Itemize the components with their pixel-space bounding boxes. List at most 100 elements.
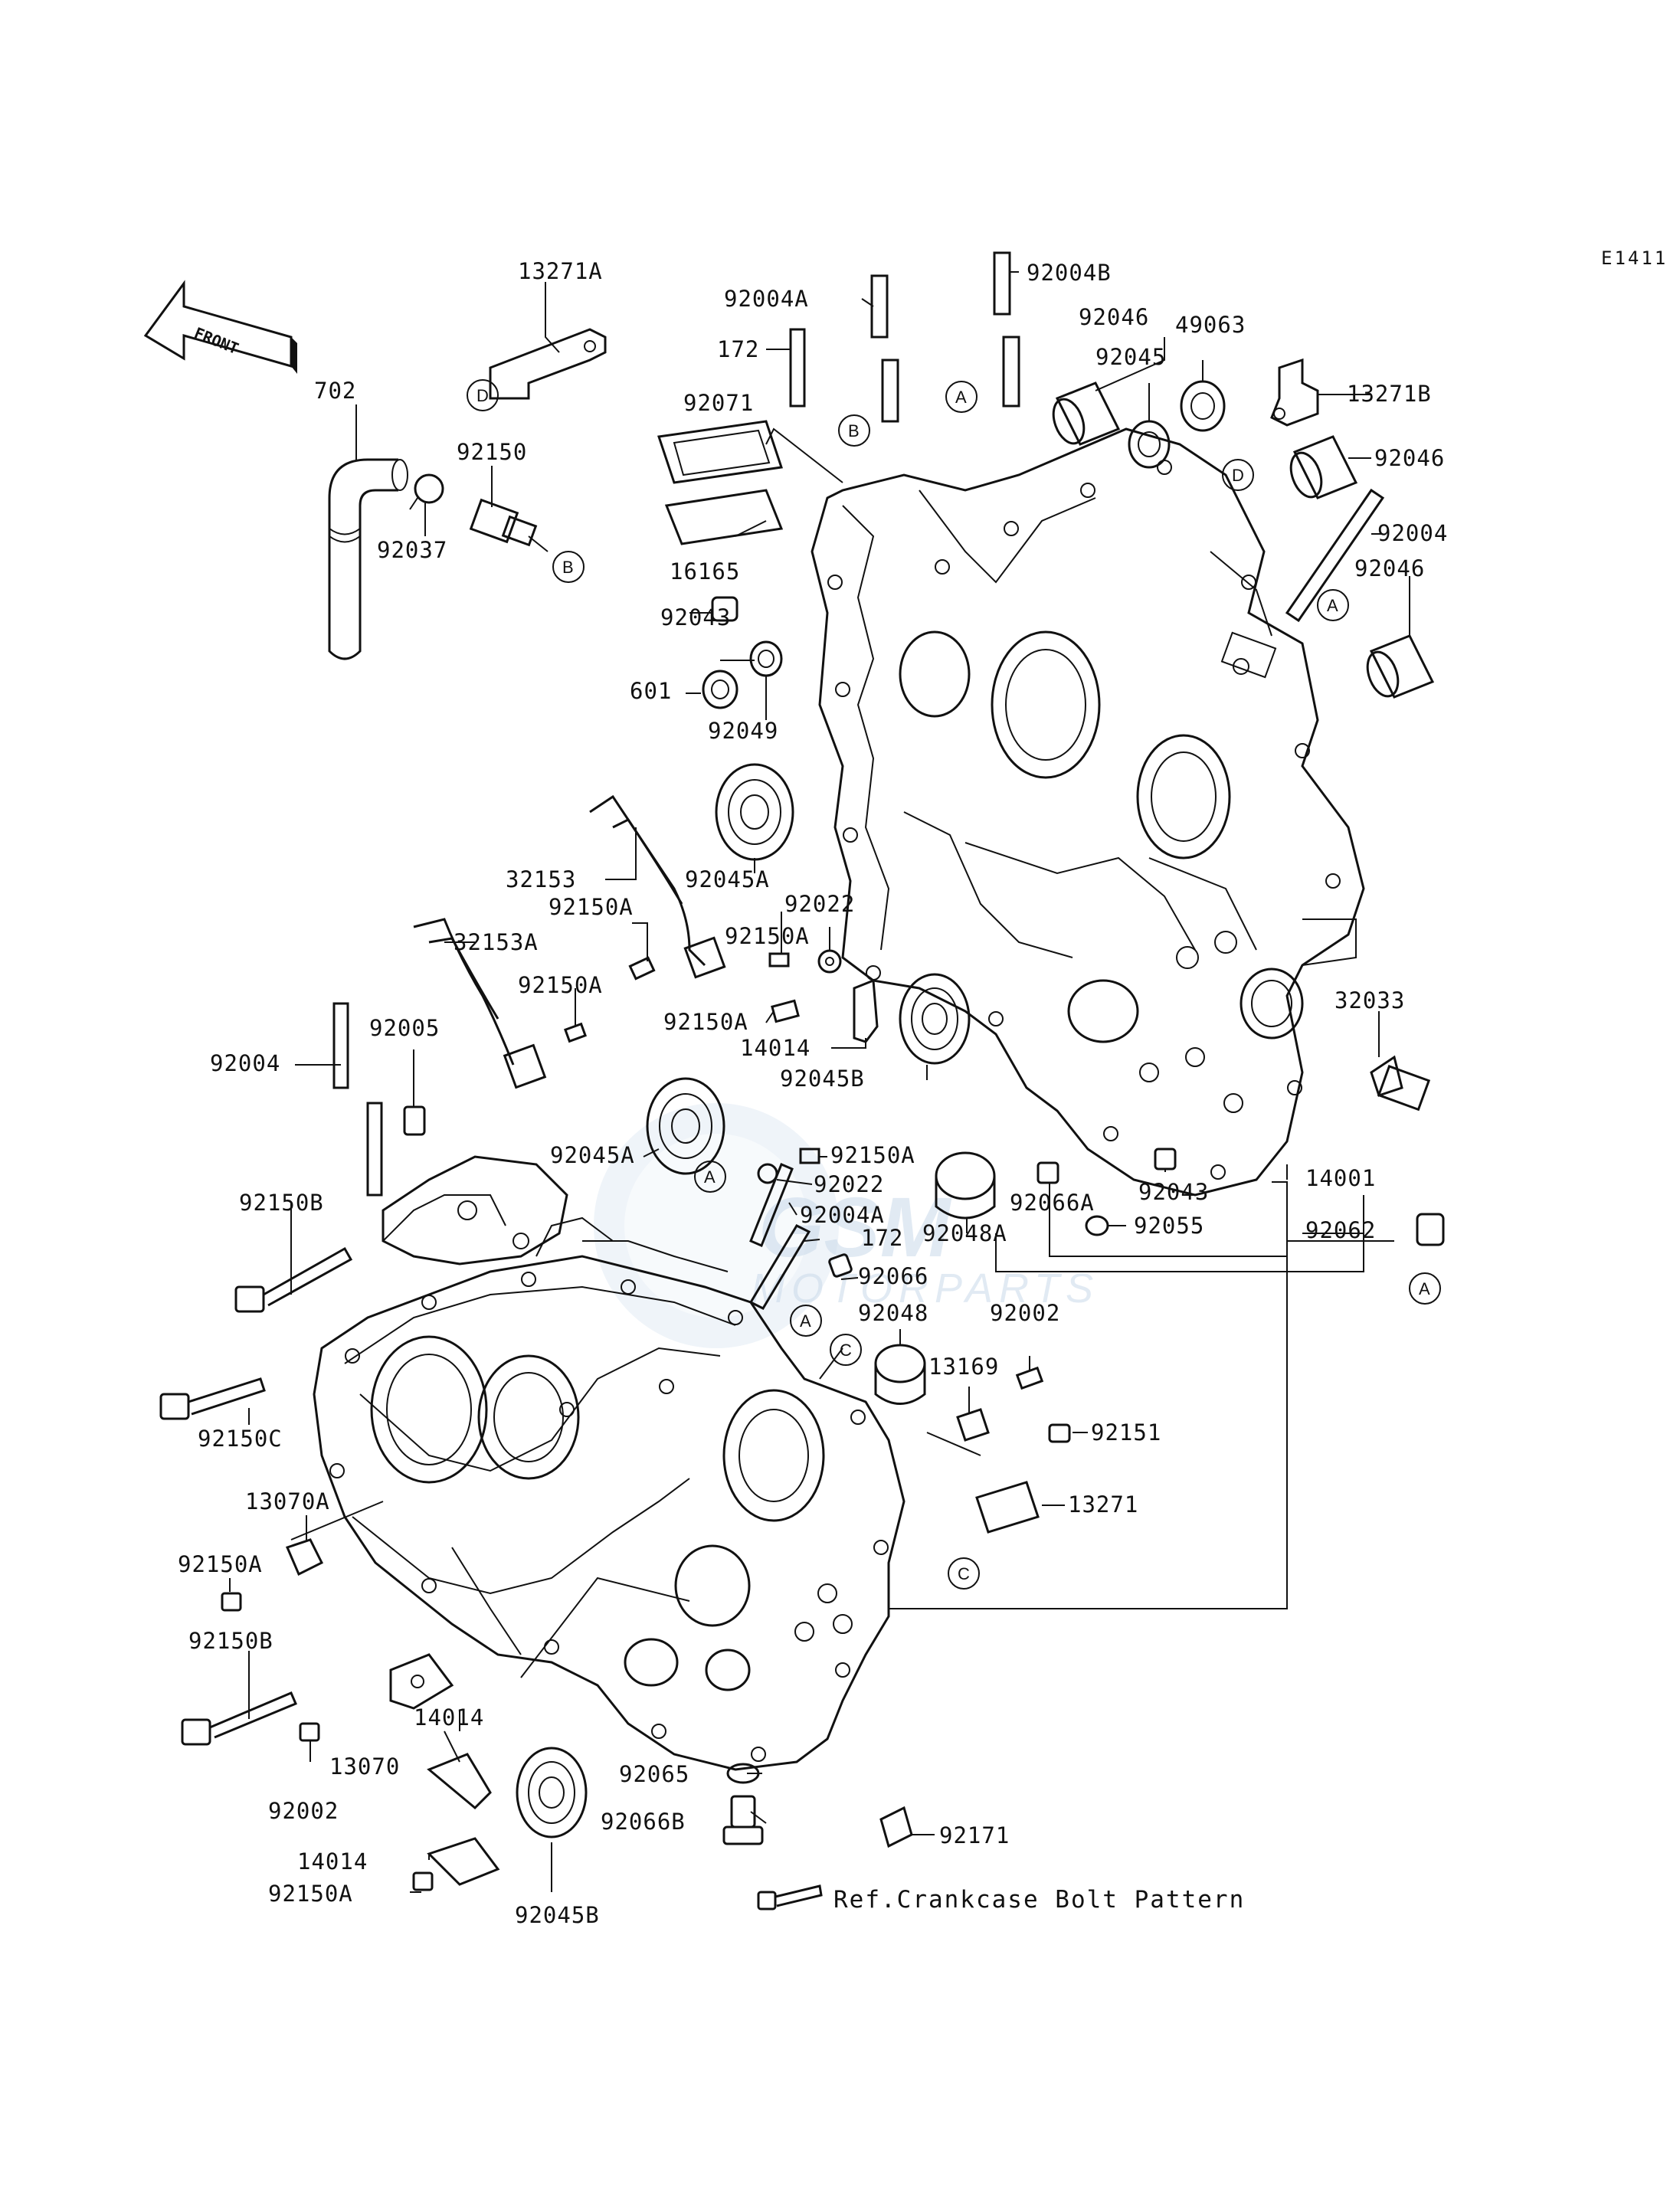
part-bolt-92150B-lower <box>181 1691 297 1746</box>
part-bolt-92150A-7 <box>412 1871 434 1891</box>
svg-text:C: C <box>958 1564 970 1583</box>
part-label: 92004 <box>1377 520 1448 546</box>
front-arrow-icon: FRONT <box>143 280 297 374</box>
part-label: 92048A <box>922 1220 1007 1246</box>
watermark-tagline: MOTORPARTS <box>751 1265 1099 1311</box>
part-ball-bearing-92045B-lower <box>516 1747 588 1838</box>
svg-text:B: B <box>562 558 574 577</box>
part-breather-pipe-32153 <box>589 794 726 979</box>
part-label: 172 <box>717 336 759 362</box>
marker-B-1: B <box>552 551 585 583</box>
upper-crankcase-half <box>811 427 1365 1197</box>
part-label: 92066 <box>858 1263 928 1289</box>
part-bolt-92150A-4 <box>564 1022 587 1043</box>
part-stud-172-upper <box>789 328 806 408</box>
part-label: 172 <box>861 1225 903 1251</box>
part-label: 92045B <box>780 1066 865 1092</box>
part-label: 13271A <box>518 258 603 284</box>
part-label: 13070 <box>329 1753 400 1780</box>
part-stud-92004A-lower <box>749 1163 794 1247</box>
svg-text:B: B <box>848 421 860 440</box>
part-label: 92049 <box>708 718 778 744</box>
watermark-brand: GSM <box>758 1180 952 1275</box>
part-label: 92022 <box>814 1171 884 1197</box>
part-label: 92043 <box>1138 1179 1209 1205</box>
marker-B-2: B <box>838 414 870 447</box>
part-label: 92037 <box>377 537 447 563</box>
part-label: 92004B <box>1027 260 1112 286</box>
part-label: 92150A <box>663 1009 748 1035</box>
part-label: 13169 <box>928 1354 999 1380</box>
part-label: 13271B <box>1347 381 1432 407</box>
marker-A-4: A <box>1409 1272 1441 1305</box>
svg-text:A: A <box>704 1167 716 1187</box>
part-label: 92046 <box>1079 304 1149 330</box>
part-cover-13070 <box>389 1653 454 1710</box>
part-stud-92004-right <box>1285 488 1385 623</box>
part-bolt-92150A-2 <box>768 952 790 968</box>
part-label: 92043 <box>660 604 731 630</box>
part-cover-13070A <box>285 1538 324 1577</box>
part-bolt-92150C <box>159 1377 266 1420</box>
leader-lines <box>229 271 1410 1893</box>
part-label: 92046 <box>1374 445 1445 471</box>
part-label: 14001 <box>1305 1165 1376 1191</box>
part-o-ring-92055 <box>1085 1215 1109 1236</box>
marker-D-2: D <box>1222 459 1254 491</box>
part-label: 92066B <box>601 1809 686 1835</box>
part-label: 92048 <box>858 1300 928 1326</box>
part-stud-92004-left <box>332 1002 383 1197</box>
part-stud-92004B <box>993 251 1020 408</box>
part-bolt-92150A-1 <box>628 956 656 981</box>
part-label: 92055 <box>1134 1213 1204 1239</box>
part-bolt-92150B-upper <box>234 1246 353 1313</box>
part-bushing-92048 <box>874 1344 926 1405</box>
part-labels: 13271A 702 92150 92037 92004A 92004B 172… <box>178 258 1448 1928</box>
callout-markers: D B B A D A A A A C C <box>467 379 1441 1590</box>
part-clamp-92037 <box>409 473 444 510</box>
part-label: 13070A <box>245 1488 330 1514</box>
part-label: 32153A <box>454 929 539 955</box>
marker-C-1: C <box>830 1334 862 1366</box>
svg-text:A: A <box>1419 1279 1430 1298</box>
part-label: 32153 <box>506 866 576 892</box>
part-stud-92004A-upper <box>870 274 899 423</box>
part-bracket-13271B <box>1270 358 1319 427</box>
part-bolt-92151 <box>1048 1423 1071 1443</box>
part-clamp-13169 <box>956 1408 990 1442</box>
part-ref-bolt <box>757 1884 823 1911</box>
svg-text:C: C <box>840 1341 852 1360</box>
part-label: 92151 <box>1091 1419 1161 1446</box>
part-label: 92150A <box>830 1142 915 1168</box>
part-label: 14014 <box>297 1848 368 1874</box>
part-label: 16165 <box>670 558 740 584</box>
part-label: 92045B <box>515 1902 600 1928</box>
part-breather-pipe-32153A <box>413 918 547 1089</box>
part-bolt-92150A-5 <box>799 1148 820 1164</box>
part-label: 92066A <box>1010 1190 1095 1216</box>
part-bearing-49063 <box>1180 380 1226 432</box>
part-oil-seal-601 <box>702 670 738 709</box>
part-bracket-13271A <box>489 328 607 400</box>
svg-text:A: A <box>800 1311 811 1331</box>
part-dowel-92066 <box>828 1253 853 1278</box>
part-label: 92002 <box>990 1300 1060 1326</box>
part-label: 92004A <box>800 1202 885 1228</box>
part-ball-bearing-92045B-upper <box>899 973 971 1065</box>
marker-A-1: A <box>945 381 978 413</box>
part-hose-702 <box>328 458 408 660</box>
part-label: 92004A <box>724 286 809 312</box>
svg-text:D: D <box>1232 466 1244 485</box>
part-label: 601 <box>630 678 672 704</box>
part-bolt-92002-upper <box>1015 1366 1044 1390</box>
svg-text:A: A <box>955 388 967 407</box>
part-label: 92150A <box>549 894 634 920</box>
part-plate-14014-upper <box>853 978 879 1043</box>
svg-text:D: D <box>476 386 489 405</box>
part-label: 32033 <box>1335 987 1405 1013</box>
part-dowel-92043-lower <box>1154 1148 1177 1171</box>
part-label: 92004 <box>210 1050 280 1076</box>
part-plug-32033 <box>1370 1055 1431 1112</box>
part-plate-16165 <box>664 489 784 545</box>
